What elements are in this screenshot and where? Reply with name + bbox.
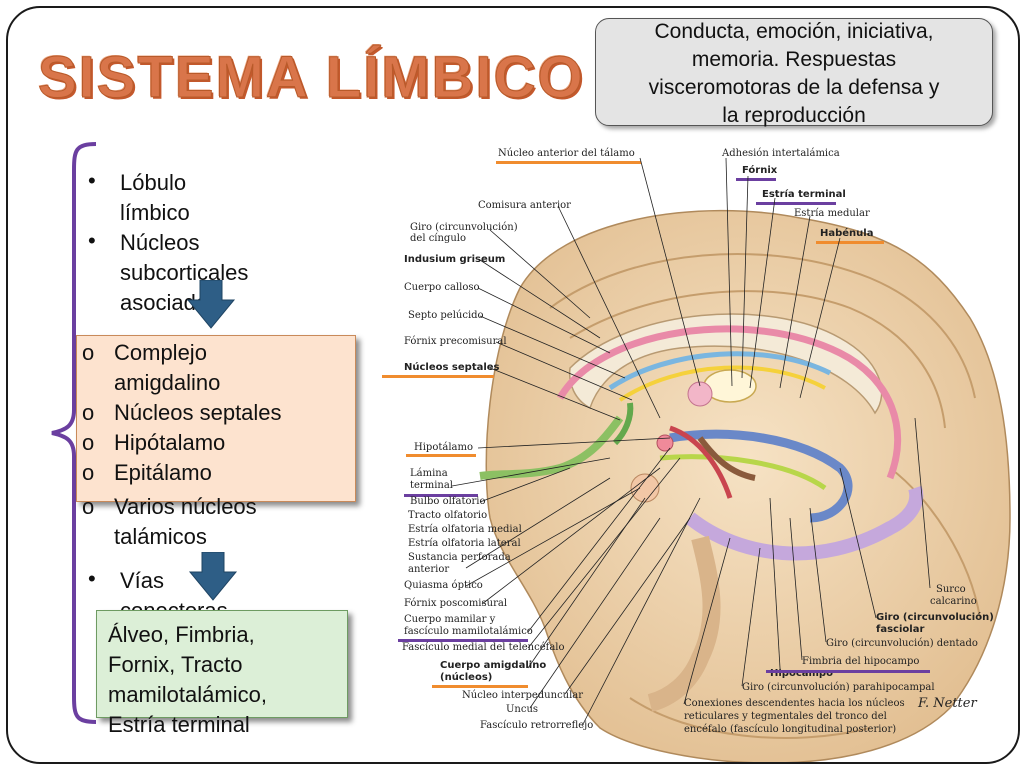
label: Conexiones descendentes hacia los núcleo… — [684, 698, 905, 709]
label: terminal — [410, 480, 453, 491]
highlight-underline — [736, 178, 776, 181]
highlight-underline — [816, 241, 884, 244]
label: Giro (circunvolución) — [876, 612, 994, 623]
down-arrow-icon — [186, 280, 236, 329]
down-arrow-icon — [188, 552, 238, 601]
label: Cuerpo calloso — [404, 282, 480, 293]
label: Cuerpo mamilar y — [404, 614, 496, 625]
label: Adhesión intertalámica — [722, 148, 840, 159]
signature: F. Netter — [918, 696, 977, 711]
label: Quiasma óptico — [404, 580, 483, 591]
label: Septo pelúcido — [408, 310, 484, 321]
label: Fórnix poscomisural — [404, 598, 508, 609]
label: del cíngulo — [410, 233, 466, 244]
label: Cuerpo amigdalino — [440, 660, 547, 671]
highlight-underline — [398, 639, 528, 642]
label: fasciolar — [876, 624, 925, 635]
label: Estría olfatoria medial — [408, 524, 522, 535]
label: (núcleos) — [440, 672, 493, 683]
label: Bulbo olfatorio — [410, 496, 486, 507]
label: Giro (circunvolución) — [410, 222, 518, 233]
label: Fascículo medial del telencéfalo — [402, 642, 565, 653]
label: Estría medular — [794, 208, 870, 219]
label: Uncus — [506, 704, 539, 715]
label: encéfalo (fascículo longitudinal posteri… — [684, 724, 897, 735]
label: Sustancia perforada — [408, 552, 511, 563]
connecting-pathways-text: Álveo, Fimbria, Fornix, Tracto mamilotal… — [108, 622, 267, 737]
highlight-underline — [382, 375, 494, 378]
brain-drawing — [479, 209, 1011, 762]
label: Fórnix — [742, 165, 778, 176]
label: Giro (circunvolución) parahipocampal — [742, 682, 935, 693]
label: calcarino — [930, 596, 977, 607]
summary-line: memoria. Respuestas — [691, 48, 897, 71]
label: Núcleo interpeduncular — [462, 690, 584, 701]
highlight-underline — [496, 161, 641, 164]
leader-lines — [451, 157, 931, 727]
label: Surco — [936, 584, 966, 595]
label: Hipotálamo — [414, 442, 473, 453]
label: Giro (circunvolución) dentado — [826, 638, 978, 649]
limbic-system-illustration: Núcleo anterior del tálamo Adhesión inte… — [370, 138, 1018, 762]
highlight-underline — [756, 202, 836, 205]
connecting-pathways-box — [96, 610, 348, 718]
function-summary-box: Conducta, emoción, iniciativa, memoria. … — [595, 18, 993, 127]
slide: SISTEMA LÍMBICO Conducta, emoción, inici… — [6, 6, 1020, 764]
label: Tracto olfatorio — [408, 510, 488, 521]
label: Comisura anterior — [478, 200, 571, 211]
summary-line: Conducta, emoción, iniciativa, — [654, 20, 934, 43]
summary-line: visceromotoras de la defensa y — [648, 76, 940, 99]
label: Hipocampo — [770, 668, 833, 679]
highlight-underline — [432, 685, 528, 688]
label: Núcleo anterior del tálamo — [498, 148, 635, 159]
label: reticulares y tegmentales del tronco del — [684, 711, 887, 722]
label: Fimbria del hipocampo — [802, 656, 920, 667]
curly-bracket — [51, 142, 97, 724]
label: Fórnix precomisural — [404, 336, 507, 347]
label: anterior — [408, 564, 450, 575]
label: Indusium griseum — [404, 254, 506, 265]
label: Lámina — [410, 468, 448, 479]
label: Estría terminal — [762, 189, 846, 200]
label: fascículo mamilotalámico — [404, 626, 533, 637]
highlight-underline — [406, 454, 476, 457]
summary-line: la reproducción — [722, 104, 866, 127]
highlight-underline — [766, 670, 930, 673]
highlight-underline — [404, 494, 478, 497]
label: Fascículo retrorreflejo — [480, 720, 594, 731]
label: Estría olfatoria lateral — [408, 538, 521, 549]
slide-title: SISTEMA LÍMBICO — [38, 45, 585, 111]
subcortical-nuclei-box — [76, 335, 356, 502]
label: Núcleos septales — [404, 362, 500, 373]
label: Habénula — [820, 228, 874, 239]
